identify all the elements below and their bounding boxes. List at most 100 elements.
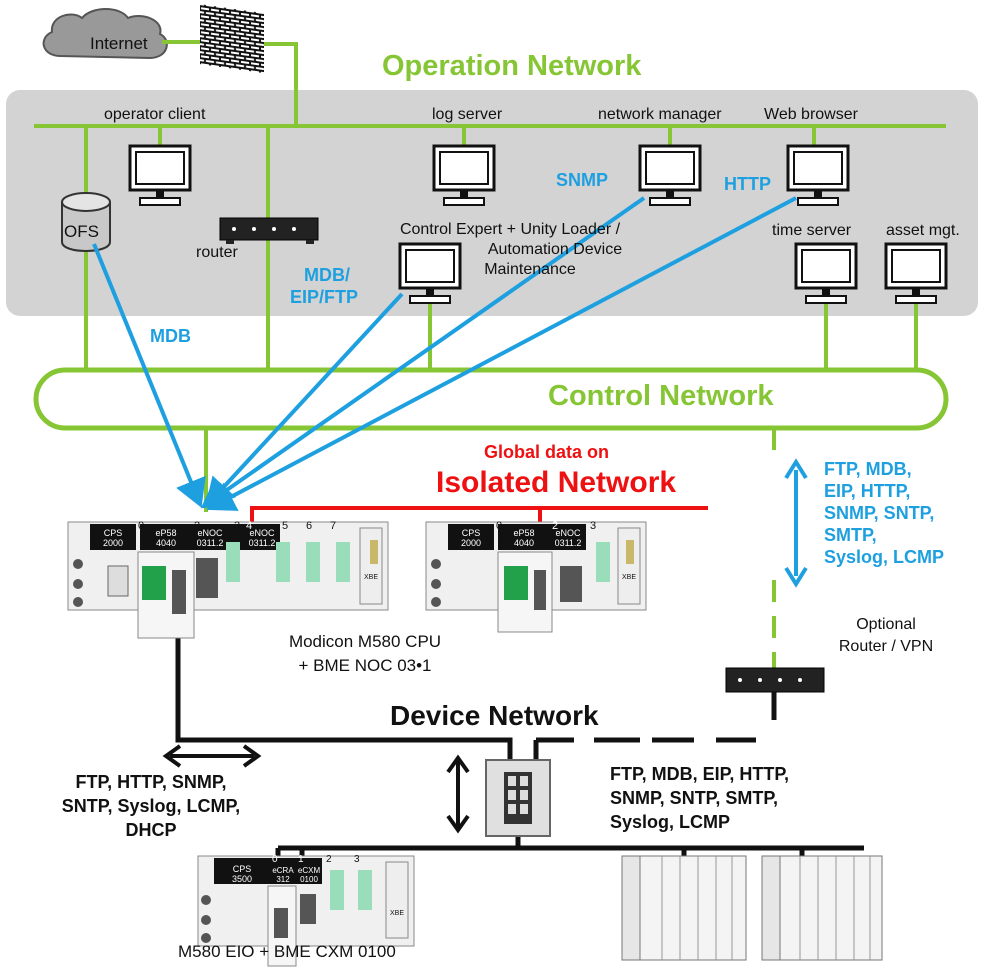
plc3-cps-line-2: 3500 [231, 874, 253, 884]
ofs-label: OFS [64, 222, 99, 241]
optional-router-caption: Optional Router / VPN [816, 614, 956, 658]
ofs-database-icon [61, 192, 111, 252]
vpn-protocols-line-5: Syslog, LCMP [824, 547, 945, 567]
plc3-cxm-line-2: 0100 [300, 875, 318, 884]
plc3-slot-3: 3 [354, 854, 360, 865]
vpn-double-arrow [784, 458, 808, 588]
vpn-protocols-line-4: SMTP, [824, 525, 877, 545]
plc1-slot-4: 4 [246, 520, 253, 532]
web-browser-label: Web browser [764, 106, 858, 123]
plc3-cra-line-2: 312 [276, 875, 290, 884]
plc2-cps-line-2: 2000 [460, 538, 482, 548]
operation-network-title: Operation Network [382, 50, 642, 82]
plc1-cps-line-2: 2000 [102, 538, 124, 548]
plc2-noc1-line-2: 0311.2 [554, 538, 582, 548]
device-network-title: Device Network [390, 700, 599, 731]
plc1-xbe: XBE [364, 574, 379, 581]
plc1-cpu-line-1: eP58 [155, 528, 177, 538]
firewall-icon [200, 4, 264, 74]
plc3-cxm-line-1: eCXM [297, 866, 321, 875]
modicon-caption-line-1: Modicon M580 CPU [288, 632, 442, 651]
plc-rack-2 [425, 521, 647, 633]
plc2-noc1-line-1: eNOC [555, 528, 581, 538]
plc1-slot-7: 7 [330, 520, 337, 532]
plc1-noc1-line-1: eNOC [197, 528, 223, 538]
log-server-label: log server [432, 106, 503, 123]
operation-panel [6, 90, 978, 316]
vpn-protocols-line-3: SNMP, SNTP, [824, 503, 935, 523]
plc2-slot-0: 0 [496, 520, 503, 532]
vpn-protocols-line-2: EIP, HTTP, [824, 481, 911, 501]
mdb-eip-ftp-line-2: EIP/FTP [290, 287, 359, 307]
right-protocols-label: FTP, MDB, EIP, HTTP, SNMP, SNTP, SMTP, S… [610, 762, 789, 834]
plc3-cra-line-1: eCRA [272, 866, 294, 875]
plc3-slot-2: 2 [326, 854, 332, 865]
left-protocols-line-3: DHCP [125, 820, 177, 840]
plc1-cpu-line-2: 4040 [155, 538, 177, 548]
eio-caption: M580 EIO + BME CXM 0100 [178, 942, 396, 961]
time-server-label: time server [772, 222, 852, 239]
vpn-protocols-label: FTP, MDB, EIP, HTTP, SNMP, SNTP, SMTP, S… [824, 458, 944, 568]
left-protocols-line-2: SNTP, Syslog, LCMP, [61, 796, 241, 816]
plc2-cpu-line-2: 4040 [513, 538, 535, 548]
modicon-caption: Modicon M580 CPU + BME NOC 03•1 [250, 630, 480, 678]
snmp-label: SNMP [556, 170, 609, 190]
plc2-cpu-line-1: eP58 [513, 528, 535, 538]
plc2-slot-3: 3 [590, 520, 597, 532]
right-protocols-line-2: SNMP, SNTP, SMTP, [610, 788, 779, 808]
isolated-line-1: Global data on [484, 442, 610, 462]
plc1-slot-6: 6 [306, 520, 313, 532]
optional-router-line-2: Router / VPN [838, 638, 934, 655]
plc2-xbe: XBE [622, 574, 637, 581]
plc2-cps-line-1: CPS [461, 528, 481, 538]
right-protocols-line-3: Syslog, LCMP [610, 812, 731, 832]
plc3-cps-line-1: CPS [232, 864, 252, 874]
control-expert-line-1: Control Expert + Unity Loader / [399, 221, 621, 238]
device-network-links [175, 636, 864, 860]
operator-client-label: operator client [104, 106, 206, 123]
http-label: HTTP [724, 174, 771, 194]
ethernet-switch-icon [485, 759, 551, 837]
plc1-slot-0: 0 [138, 520, 145, 532]
optional-router-icon [725, 667, 825, 693]
mdb-label: MDB [150, 326, 191, 346]
optional-router-line-1: Optional [856, 616, 916, 633]
io-rack-right [761, 855, 883, 961]
plc3-xbe: XBE [390, 910, 405, 917]
asset-mgt-label: asset mgt. [886, 222, 960, 239]
router-label: router [196, 244, 238, 261]
internet-label: Internet [90, 34, 148, 53]
plc3-slot-1: 1 [298, 854, 304, 865]
vpn-protocols-line-1: FTP, MDB, [824, 459, 912, 479]
center-double-arrow [446, 754, 470, 834]
right-protocols-line-1: FTP, MDB, EIP, HTTP, [610, 764, 790, 784]
plc1-slot-3: 3 [234, 520, 241, 532]
plc1-noc2-line-2: 0311.2 [248, 538, 276, 548]
modicon-caption-line-2: + BME NOC 03•1 [298, 656, 432, 675]
operation-links [33, 40, 949, 668]
protocol-arrows [92, 196, 797, 511]
control-expert-line-2: Automation Device [487, 241, 623, 258]
left-protocols-line-1: FTP, HTTP, SNMP, [75, 772, 227, 792]
internet-cloud-icon [42, 8, 168, 60]
left-double-arrow [162, 744, 262, 768]
plc1-cps-line-1: CPS [103, 528, 123, 538]
isolated-line-2: Isolated Network [436, 466, 677, 499]
network-manager-label: network manager [598, 106, 722, 123]
plc1-noc1-line-2: 0311.2 [196, 538, 224, 548]
mdb-eip-ftp-line-1: MDB/ [304, 265, 350, 285]
left-protocols-label: FTP, HTTP, SNMP, SNTP, Syslog, LCMP, DHC… [16, 770, 286, 842]
plc-rack-3 [197, 855, 415, 967]
control-network-title: Control Network [548, 380, 774, 412]
